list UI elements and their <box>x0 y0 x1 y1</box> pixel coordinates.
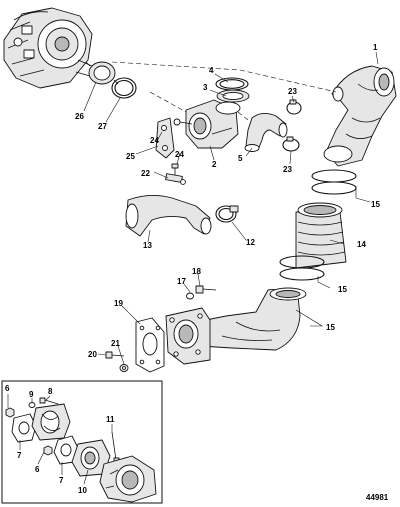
bracket-25 <box>155 117 175 159</box>
callout-1: 1 <box>373 43 378 52</box>
callout-24-lower: 24 <box>175 150 184 159</box>
exhaust-adapter <box>165 307 211 365</box>
callout-7-left: 7 <box>17 451 22 460</box>
leader-lines <box>7 51 379 485</box>
callout-11: 11 <box>106 415 115 424</box>
inset-flange <box>31 403 71 441</box>
callout-25: 25 <box>126 152 135 161</box>
callout-2: 2 <box>212 160 217 169</box>
callout-18: 18 <box>192 267 201 276</box>
inset-gasket-7 <box>11 413 37 443</box>
callout-13: 13 <box>143 241 152 250</box>
gasket-3 <box>216 89 250 103</box>
callout-5: 5 <box>238 154 243 163</box>
bolt-18 <box>195 285 217 294</box>
callout-23-lower: 23 <box>283 165 292 174</box>
callout-15-middle: 15 <box>338 285 347 294</box>
callout-8: 8 <box>48 387 53 396</box>
alignment-line-middle <box>149 91 187 113</box>
callout-10: 10 <box>78 486 87 495</box>
inset-spacer-10 <box>71 439 111 477</box>
alignment-line-upper <box>111 61 337 93</box>
callout-23-upper: 23 <box>288 87 297 96</box>
clamp-15-lower <box>279 255 325 281</box>
callout-6-lower: 6 <box>35 465 40 474</box>
turbocharger <box>3 7 93 89</box>
ring-4 <box>215 77 249 91</box>
clamp-12 <box>215 205 239 223</box>
callout-6-upper: 6 <box>5 384 10 393</box>
callout-4: 4 <box>209 66 214 75</box>
gasket-19 <box>135 317 165 373</box>
callout-19: 19 <box>114 299 123 308</box>
callout-15-lower: 15 <box>326 323 335 332</box>
inset-washer-9 <box>28 402 36 408</box>
callout-27: 27 <box>98 122 107 131</box>
callout-17: 17 <box>177 277 186 286</box>
inset-bolt-8 <box>39 397 59 405</box>
callout-26: 26 <box>75 112 84 121</box>
callout-12: 12 <box>246 238 255 247</box>
callout-labels: 1 4 23 3 26 27 24 24 25 2 5 23 22 15 12 … <box>5 43 380 495</box>
inset-nut-6-lower <box>43 445 53 456</box>
inset-turbo-housing <box>99 455 157 503</box>
callout-9: 9 <box>29 390 34 399</box>
callout-7-middle: 7 <box>59 476 64 485</box>
callout-14: 14 <box>357 240 366 249</box>
diagram-id: 44981 <box>366 493 389 502</box>
inset-stud-11 <box>111 431 120 465</box>
nipple-22 <box>165 173 186 185</box>
clamp-23-upper <box>286 99 302 115</box>
exhaust-elbow-1 <box>323 65 397 167</box>
callout-24-upper: 24 <box>150 136 159 145</box>
callout-20: 20 <box>88 350 97 359</box>
callout-15-upper: 15 <box>371 200 380 209</box>
detail-inset-box <box>1 380 163 504</box>
clamp-23-lower <box>282 136 300 152</box>
clamp-15-upper <box>311 169 357 195</box>
hose-13 <box>125 195 212 237</box>
callout-3: 3 <box>203 83 208 92</box>
callout-21: 21 <box>111 339 120 348</box>
callout-22: 22 <box>141 169 150 178</box>
bellows-14 <box>295 202 347 269</box>
washer-17 <box>186 292 194 300</box>
gasket-27 <box>111 77 137 99</box>
alignment-line-right <box>237 111 249 121</box>
exhaust-elbow-2 <box>185 99 241 149</box>
washer-21 <box>119 364 129 372</box>
hose-5 <box>244 113 288 152</box>
screw-24-upper <box>173 118 193 126</box>
inset-nut-6 <box>5 407 15 418</box>
exhaust-pipe-15 <box>195 287 307 351</box>
